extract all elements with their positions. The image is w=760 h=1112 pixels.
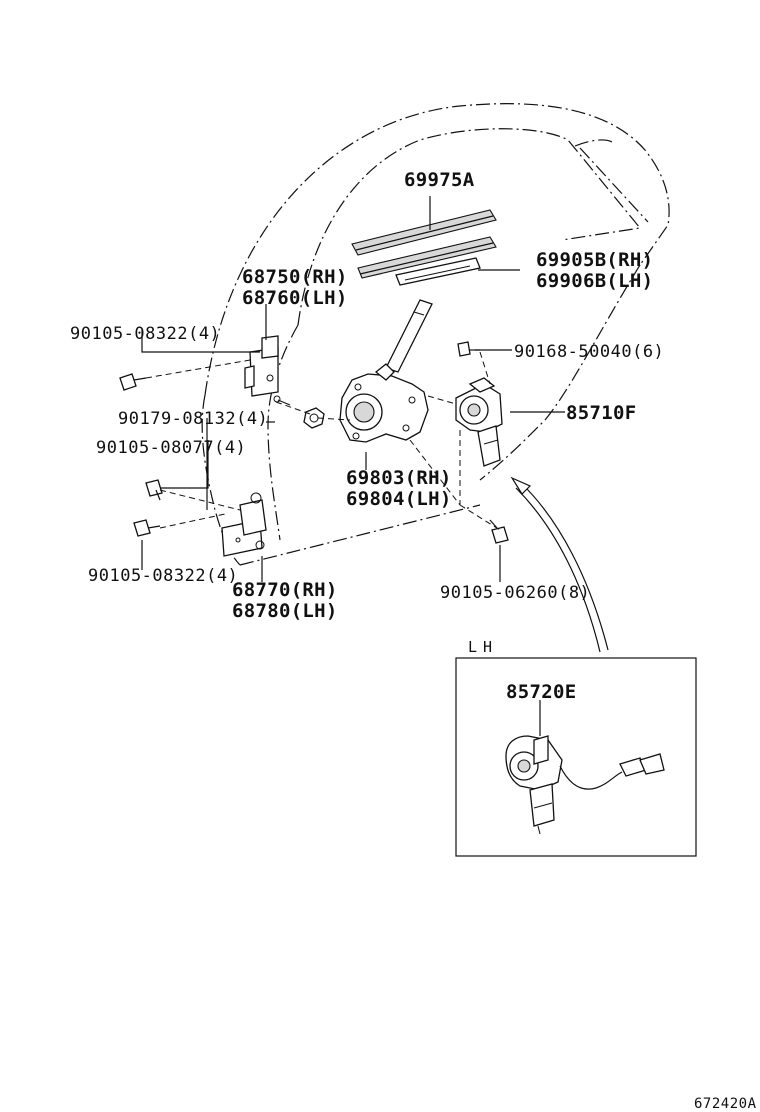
label-69905B: 69905B(RH)	[536, 249, 654, 271]
bolt-icon	[119, 341, 509, 544]
door-outline-icon	[201, 103, 670, 566]
label-90168-50040: 90168-50040(6)	[514, 342, 665, 362]
label-90105-08322-top: 90105-08322(4)	[70, 324, 221, 344]
door-hinge-icon	[244, 335, 291, 406]
window-motor-icon	[505, 735, 665, 835]
nut-icon	[303, 407, 325, 429]
label-69975A: 69975A	[404, 169, 475, 191]
lh-inset-box	[455, 657, 697, 857]
label-90105-08322-bottom: 90105-08322(4)	[88, 566, 239, 586]
drawing-code: 672420A	[694, 1096, 757, 1112]
label-90105-08077: 90105-08077(4)	[96, 438, 247, 458]
label-69906B: 69906B(LH)	[536, 270, 654, 292]
inset-title: LH	[468, 638, 499, 656]
window-channel-icon	[351, 209, 497, 286]
label-85720E: 85720E	[506, 681, 577, 703]
label-68770: 68770(RH)	[232, 579, 338, 601]
assembly-lines	[145, 351, 501, 531]
label-69803: 69803(RH)	[346, 467, 452, 489]
window-regulator-icon	[339, 299, 433, 443]
label-68760: 68760(LH)	[242, 287, 348, 309]
label-90179-08132: 90179-08132(4)	[118, 409, 269, 429]
door-hinge-icon	[221, 492, 267, 557]
label-85710F: 85710F	[566, 402, 637, 424]
pointer-arrow-icon	[510, 476, 609, 653]
leader-lines	[141, 196, 565, 582]
label-68750: 68750(RH)	[242, 266, 348, 288]
label-90105-06260: 90105-06260(8)	[440, 583, 591, 603]
window-motor-icon	[455, 377, 503, 467]
label-68780: 68780(LH)	[232, 600, 338, 622]
label-69804: 69804(LH)	[346, 488, 452, 510]
